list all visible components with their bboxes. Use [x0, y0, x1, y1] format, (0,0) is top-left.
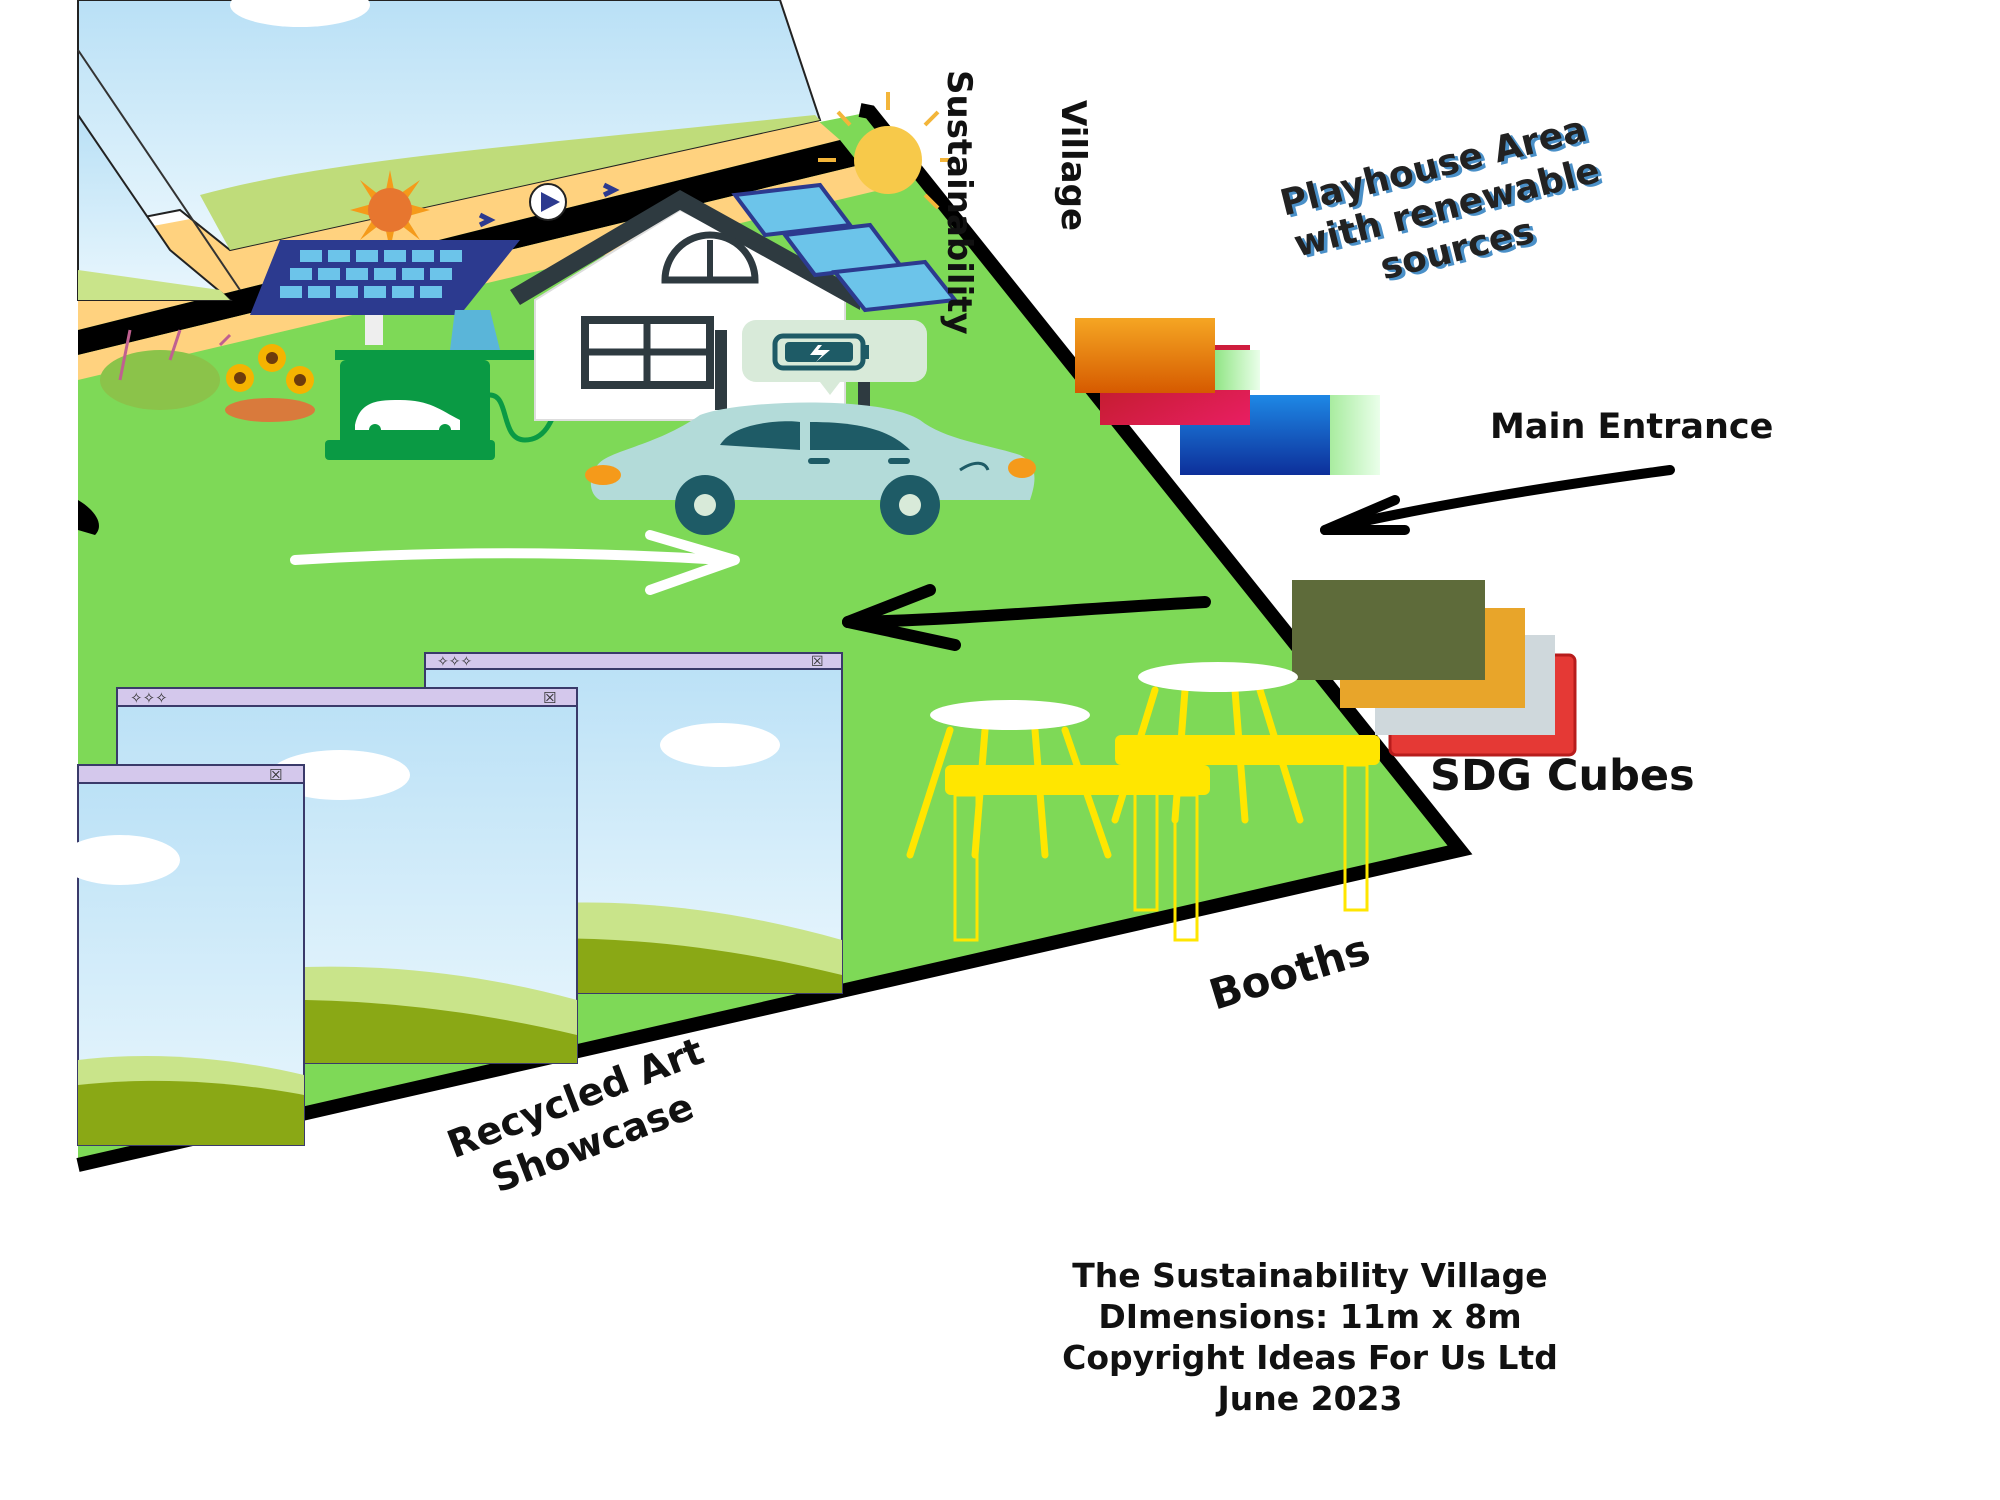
sdg-cubes-icon	[1292, 580, 1577, 757]
label-playhouse-area: Playhouse Area Playhouse Area with renew…	[1276, 109, 1607, 291]
footer-copyright: Copyright Ideas For Us Ltd	[1062, 1338, 1558, 1377]
flow-arrow-white	[290, 530, 740, 595]
battery-sign-icon	[742, 320, 927, 395]
window-close-icon[interactable]: ☒	[269, 766, 282, 784]
flowers-icon	[100, 329, 315, 422]
footer-title: The Sustainability Village	[1072, 1256, 1548, 1295]
sky-panel-left	[77, 111, 233, 301]
play-nav-icon	[478, 182, 620, 228]
label-booths: Booths	[1204, 925, 1376, 1020]
main-entrance-arrow	[1320, 465, 1675, 535]
label-main-entrance: Main Entrance	[1490, 407, 1773, 447]
color-cubes-top	[1075, 318, 1380, 475]
sun-icon	[818, 92, 958, 210]
electric-car-icon	[585, 402, 1036, 535]
footer-dimensions: DImensions: 11m x 8m	[1098, 1297, 1522, 1336]
booth-stools-icon	[906, 662, 1380, 942]
art-window-1: ☒	[60, 764, 305, 1146]
svg-text:Village: Village	[1053, 100, 1093, 231]
window-close-icon[interactable]: ☒	[811, 654, 824, 670]
window-stars-icon: ✧✧✧	[437, 654, 472, 670]
footer-date: June 2023	[1217, 1379, 1403, 1418]
left-edge-shape	[78, 500, 99, 535]
sky-panel-top	[77, 0, 822, 252]
flower-sun-icon	[350, 170, 430, 250]
window-close-icon[interactable]: ☒	[543, 689, 556, 707]
label-sustainability-village: Sustainability Village	[939, 70, 1093, 335]
footer-caption: The Sustainability Village DImensions: 1…	[880, 1255, 1740, 1419]
art-window-2: ✧✧✧ ☒	[116, 687, 578, 1064]
label-sdg-cubes: SDG Cubes	[1430, 751, 1695, 801]
solar-panel-icon	[250, 240, 520, 350]
flow-arrow-black	[842, 584, 1211, 651]
svg-text:Sustainability: Sustainability	[939, 70, 979, 335]
window-stars-icon: ✧✧✧	[130, 689, 168, 707]
roof-solar-panels-icon	[731, 182, 959, 313]
